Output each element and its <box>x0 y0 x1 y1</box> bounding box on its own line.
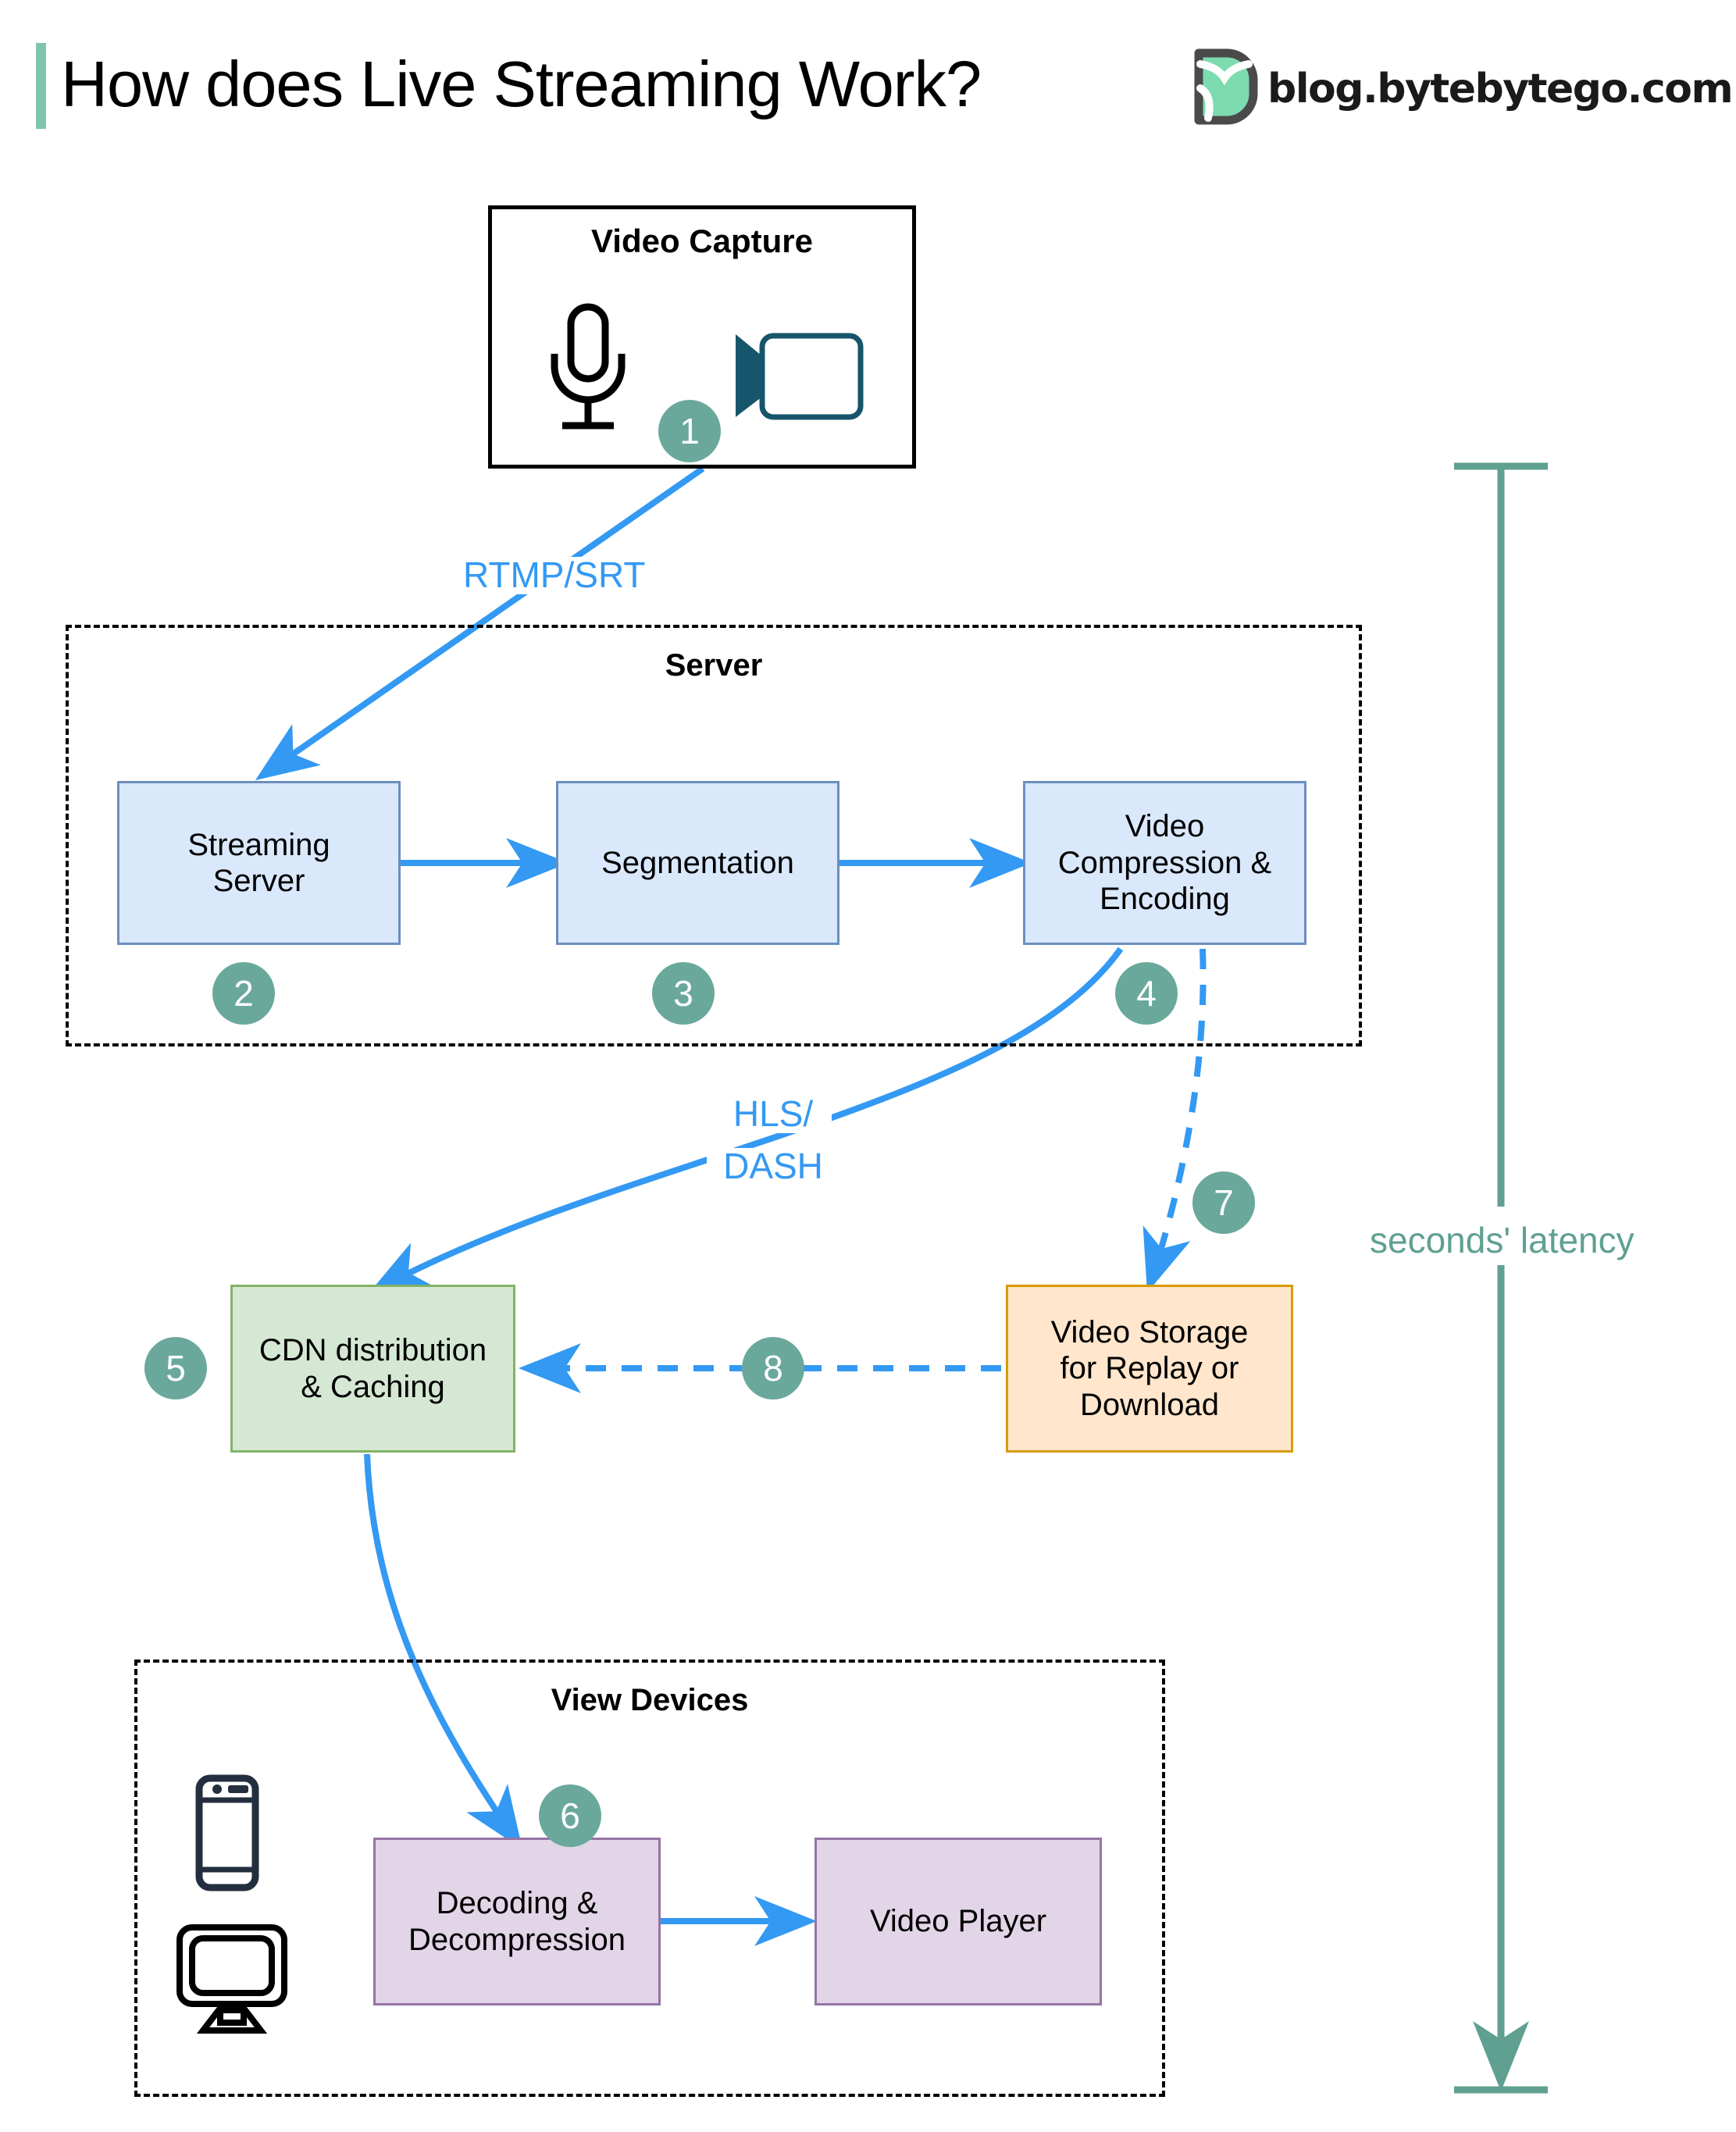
edge-label-hls: HLS/ <box>715 1095 832 1133</box>
title-accent-bar <box>36 43 46 129</box>
node-video-compression[interactable]: Video Compression & Encoding <box>1023 781 1306 945</box>
step-badge-5: 5 <box>144 1337 207 1399</box>
node-storage-label-line2: for Replay or <box>1060 1351 1239 1386</box>
node-cdn-distribution[interactable]: CDN distribution & Caching <box>230 1285 515 1453</box>
step-badge-1: 1 <box>658 400 721 462</box>
video-capture-group-label: Video Capture <box>591 223 813 259</box>
view-devices-group-label: View Devices <box>551 1683 749 1717</box>
node-streaming-server[interactable]: Streaming Server <box>117 781 401 945</box>
node-cdn-label-line2: & Caching <box>301 1369 445 1404</box>
microphone-icon <box>551 303 626 430</box>
node-decoding[interactable]: Decoding & Decompression <box>373 1838 661 2005</box>
step-badge-4: 4 <box>1115 962 1178 1025</box>
brand: blog.bytebytego.com <box>1183 45 1734 131</box>
bytebytego-owl-logo-icon <box>1194 48 1258 125</box>
page-title: How does Live Streaming Work? <box>61 48 982 120</box>
node-decoding-label-line1: Decoding & <box>436 1886 598 1921</box>
node-storage-label-line3: Download <box>1080 1387 1219 1422</box>
edge-label-rtmp-srt: RTMP/SRT <box>463 554 646 595</box>
desktop-monitor-icon <box>176 1924 287 2034</box>
node-video-storage[interactable]: Video Storage for Replay or Download <box>1006 1285 1293 1453</box>
node-streaming-server-label-line2: Server <box>212 864 305 898</box>
server-group <box>66 625 1362 1046</box>
edge-label-dash: DASH <box>707 1147 839 1185</box>
node-compression-label-line1: Video <box>1125 809 1205 844</box>
mobile-phone-icon <box>195 1774 259 1891</box>
brand-text: blog.bytebytego.com <box>1267 66 1734 112</box>
view-devices-group <box>134 1660 1165 2097</box>
step-badge-3: 3 <box>652 962 715 1025</box>
server-group-label: Server <box>665 648 763 683</box>
page-header: How does Live Streaming Work? blog.byteb… <box>0 0 1736 156</box>
node-decoding-label-line2: Decompression <box>408 1922 626 1957</box>
node-cdn-label-line1: CDN distribution <box>258 1333 487 1368</box>
node-segmentation[interactable]: Segmentation <box>556 781 839 945</box>
node-video-player[interactable]: Video Player <box>815 1838 1102 2005</box>
node-storage-label-line1: Video Storage <box>1050 1314 1249 1349</box>
step-badge-6: 6 <box>539 1784 601 1847</box>
step-badge-7: 7 <box>1192 1171 1255 1234</box>
video-camera-icon <box>736 333 864 420</box>
step-badge-8: 8 <box>742 1337 804 1399</box>
latency-annotation: seconds' latency <box>1365 1219 1639 1261</box>
node-streaming-server-label-line1: Streaming <box>187 827 330 862</box>
step-badge-2: 2 <box>212 962 275 1025</box>
node-video-player-label: Video Player <box>869 1904 1047 1939</box>
node-compression-label-line3: Encoding <box>1100 882 1230 917</box>
node-segmentation-label: Segmentation <box>601 845 794 880</box>
node-compression-label-line2: Compression & <box>1057 845 1272 880</box>
